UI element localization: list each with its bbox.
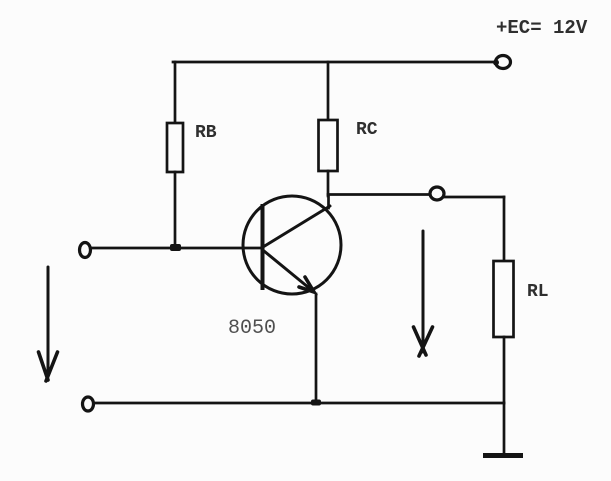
transistor-emitter-line xyxy=(262,249,316,294)
right-arrow-icon xyxy=(411,325,428,357)
input-current-arrow xyxy=(36,265,60,383)
rl-body xyxy=(492,259,515,339)
input-terminal xyxy=(77,240,93,260)
vcc-terminal-blob xyxy=(493,59,499,66)
rb-body xyxy=(165,121,185,174)
wire-vcc-rail xyxy=(171,53,513,71)
bottom-left-terminal xyxy=(80,395,96,413)
supply-label: +EC= 12V xyxy=(496,17,588,39)
output-current-arrow xyxy=(411,229,435,358)
transistor-emitter-arrow-icon xyxy=(297,275,319,296)
transistor-circle xyxy=(241,194,343,296)
resistor-rc xyxy=(317,60,339,198)
output-network xyxy=(326,185,515,405)
rl-label: RL xyxy=(527,282,549,302)
base-junction-dot xyxy=(170,244,181,251)
transistor-label: 8050 xyxy=(228,317,276,340)
output-terminal xyxy=(428,185,446,202)
rc-body xyxy=(317,118,339,173)
ground-network xyxy=(80,292,523,458)
transistor-8050 xyxy=(241,194,343,296)
rc-label: RC xyxy=(356,120,378,140)
resistor-rb xyxy=(165,60,185,250)
left-arrow-icon2 xyxy=(44,350,60,383)
right-arrow-icon2 xyxy=(417,325,435,358)
input-network xyxy=(77,240,263,260)
transistor-collector-line xyxy=(261,204,332,249)
rb-label: RB xyxy=(195,123,217,143)
